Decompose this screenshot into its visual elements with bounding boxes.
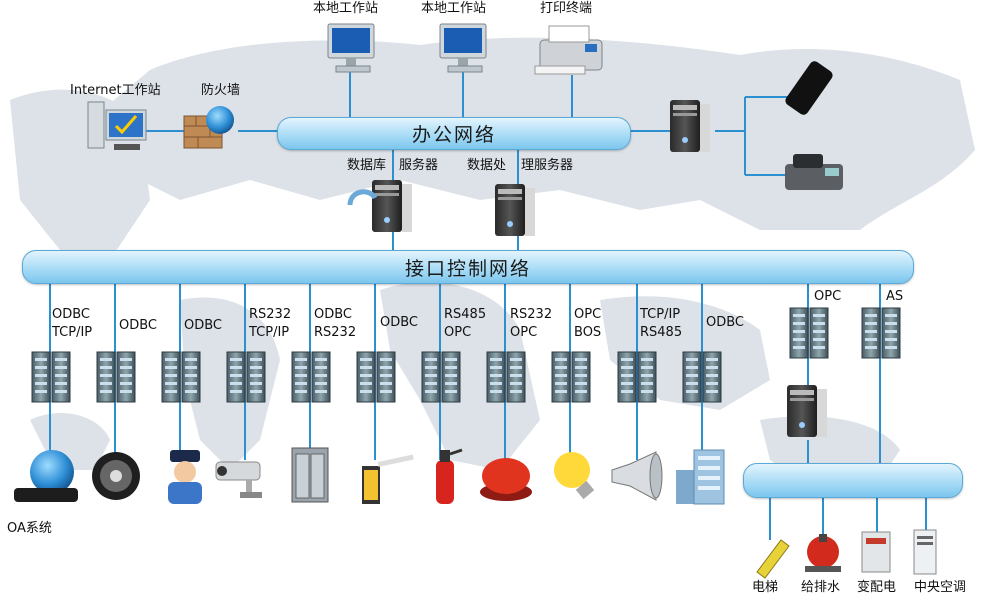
building-icon	[676, 449, 725, 505]
interface-11-label: ODBC	[706, 315, 745, 330]
firewall-label: 防火墙	[201, 83, 241, 98]
interface-opc-label: OPC	[814, 289, 842, 304]
processing-server-label-a: 数据处	[467, 158, 507, 173]
elevator-label: 电梯	[752, 580, 779, 595]
elevator-door-icon	[291, 447, 329, 503]
hvac-label: 中央空调	[914, 580, 967, 595]
subsystem-bus[interactable]	[743, 463, 963, 498]
internet-workstation-label: Internet工作站	[70, 83, 161, 98]
hvac-unit-icon	[913, 529, 937, 575]
interface-6-label: ODBC	[380, 315, 419, 330]
workstation-1-label: 本地工作站	[313, 1, 379, 16]
interface-as-label: AS	[886, 289, 904, 304]
telephone-icon	[785, 154, 843, 190]
power-label: 变配电	[857, 580, 897, 595]
database-server-label-b: 服务器	[399, 158, 439, 173]
workstation-2-label: 本地工作站	[421, 1, 487, 16]
loudspeaker-icon	[611, 451, 663, 501]
interface-2-label: ODBC	[119, 318, 158, 333]
fire-extinguisher-icon	[436, 448, 463, 504]
cctv-camera-icon	[215, 461, 262, 498]
firewall-icon	[183, 106, 234, 149]
internet-workstation-icon	[87, 101, 147, 150]
subsystem-server-icon	[787, 385, 827, 437]
printer-label: 打印终端	[540, 1, 593, 16]
office-server-icon	[670, 100, 710, 152]
office-network-bus[interactable]: 办公网络	[277, 117, 631, 150]
refresh-arrow-icon	[347, 189, 378, 206]
control-network-bus[interactable]: 接口控制网络	[22, 250, 914, 284]
light-bulb-icon	[554, 452, 595, 500]
security-guard-icon	[168, 450, 202, 504]
office-network-label: 办公网络	[411, 124, 496, 146]
smartphone-icon	[785, 61, 833, 115]
processing-server-label-b: 理服务器	[521, 158, 574, 173]
interface-3-label: ODBC	[184, 318, 223, 333]
database-server-icon	[372, 180, 412, 232]
control-network-label: 接口控制网络	[404, 257, 531, 280]
processing-server-icon	[495, 184, 535, 236]
access-control-icon	[92, 452, 140, 500]
water-pump-icon	[805, 534, 841, 572]
database-server-label-a: 数据库	[347, 158, 387, 173]
alarm-button-icon	[480, 458, 532, 501]
oa-system-label: OA系统	[7, 521, 52, 536]
parking-barrier-icon	[362, 454, 414, 504]
printer-icon	[534, 25, 603, 75]
water-label: 给排水	[801, 580, 841, 595]
oa-globe-icon	[14, 450, 78, 502]
power-cabinet-icon	[861, 531, 891, 573]
escalator-icon	[756, 539, 790, 579]
